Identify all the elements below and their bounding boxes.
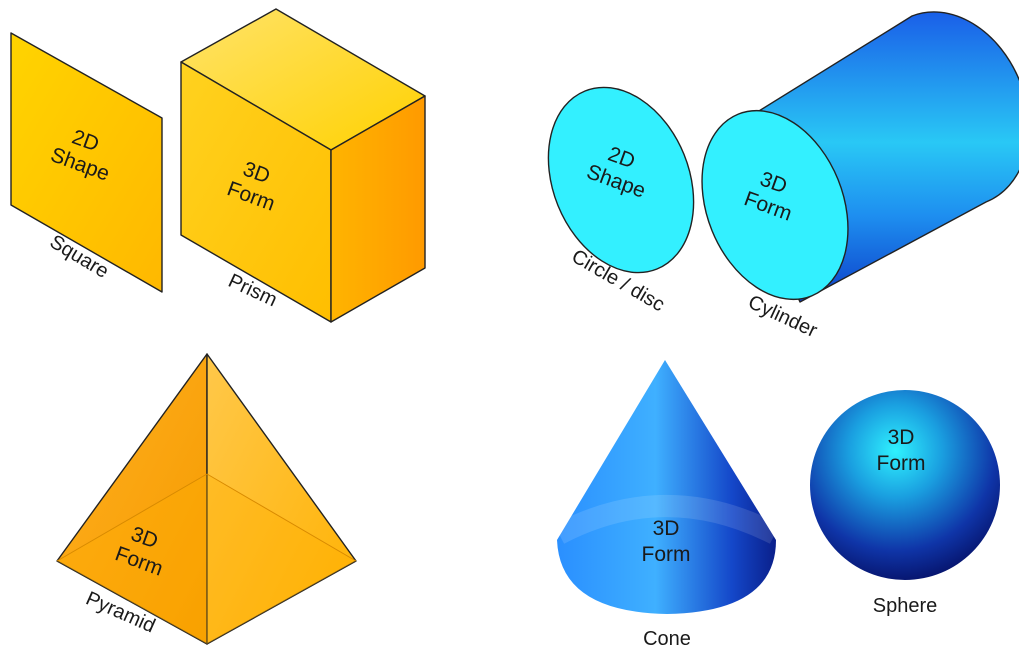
cone-label: Cone [643,628,691,650]
sphere-line1: 3D [888,426,915,449]
sphere-label: Sphere [873,595,938,617]
svg-text:3D Form: 3D Form [741,165,803,226]
cone-line1: 3D [653,517,680,540]
circle-disc-shape: 2D Shape Circle / disc [547,86,695,316]
square-shape: 2D Shape Square [10,32,163,293]
cone-line2: Form [642,543,691,566]
prism-form: 3D Form Prism [180,8,426,323]
sphere-form: 3D Form Sphere [810,390,1000,617]
cylinder-form: 3D Form Cylinder [701,11,1019,342]
sphere-line2: Form [877,452,926,475]
cone-form: 3D Form Cone [553,360,781,650]
pyramid-form: 3D Form Pyramid [56,353,357,645]
